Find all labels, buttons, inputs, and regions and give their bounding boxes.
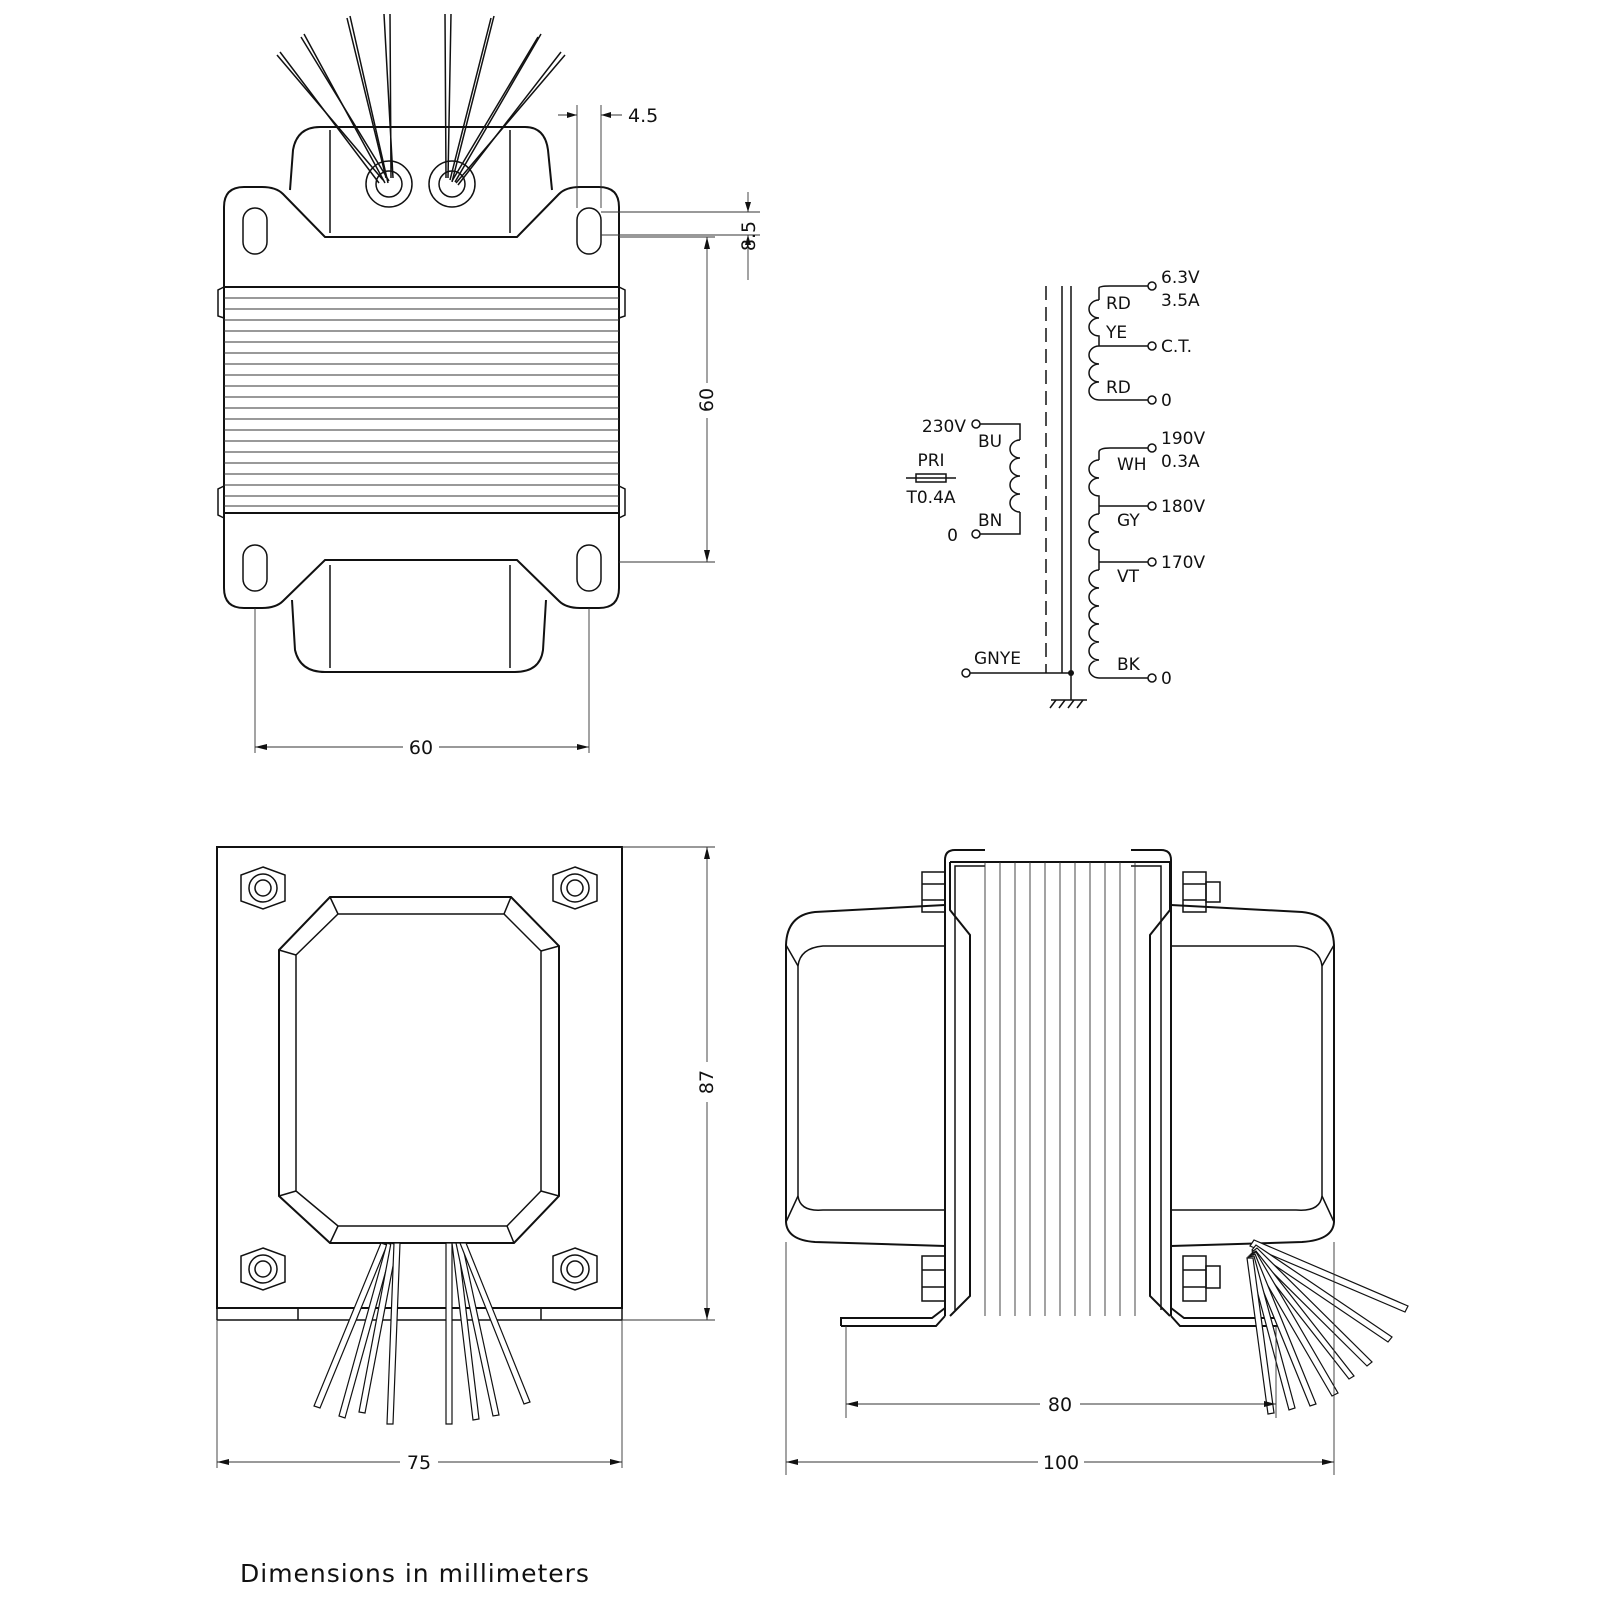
ht-zero: 0 [1161, 669, 1172, 689]
ht-wire-vt: VT [1117, 567, 1140, 587]
front-width-dimension: 75 [407, 1452, 431, 1474]
heater-wire-rd-top: RD [1106, 294, 1131, 314]
heater-winding: RD YE RD 6.3V 3.5A C.T. 0 [1088, 268, 1200, 411]
ht-current: 0.3A [1161, 452, 1200, 472]
side-view [785, 849, 1409, 1415]
heater-voltage: 6.3V [1161, 268, 1200, 288]
primary-wire-bu: BU [978, 432, 1002, 452]
heater-wire-ye: YE [1105, 323, 1127, 343]
top-height-dimension: 60 [696, 388, 718, 412]
ht-voltage-180: 180V [1161, 497, 1205, 517]
heater-zero: 0 [1161, 391, 1172, 411]
ht-voltage-190: 190V [1161, 429, 1205, 449]
top-view [217, 13, 626, 673]
fuse-label: PRI [917, 451, 944, 471]
top-width-dimension: 60 [409, 737, 433, 759]
primary-voltage: 230V [922, 417, 966, 437]
fuse-rating: T0.4A [905, 488, 955, 508]
slot-offset-dimension: 4.5 [628, 105, 658, 127]
primary-wire-bn: BN [978, 511, 1002, 531]
front-view-lead-wires [313, 1242, 531, 1425]
heater-current: 3.5A [1161, 291, 1200, 311]
overall-width-dimension: 100 [1043, 1452, 1079, 1474]
side-mounting-bolts [921, 871, 1221, 1302]
front-height-dimension: 87 [696, 1070, 718, 1094]
heater-wire-rd-bottom: RD [1106, 378, 1131, 398]
front-view-dimensions: 75 87 [216, 846, 718, 1474]
units-caption: Dimensions in millimeters [240, 1559, 590, 1588]
side-view-lead-wires [1246, 1239, 1409, 1415]
wiring-schematic: GNYE 230V 0 BU BN PRI T0.4A [905, 268, 1205, 709]
primary-zero: 0 [947, 526, 958, 546]
ht-wire-bk: BK [1117, 655, 1141, 675]
front-mounting-nuts [240, 866, 598, 1291]
ht-voltage-170: 170V [1161, 553, 1205, 573]
fuse-icon [906, 473, 956, 483]
primary-winding: 230V 0 BU BN PRI T0.4A [905, 417, 1021, 546]
front-view [216, 846, 623, 1425]
ht-wire-gy: GY [1117, 511, 1140, 531]
slot-length-dimension: 8.5 [738, 221, 760, 251]
side-view-dimensions: 80 100 [785, 1242, 1335, 1475]
top-view-lead-wires [276, 13, 566, 186]
ht-wire-wh: WH [1117, 455, 1147, 475]
heater-center-tap: C.T. [1161, 337, 1192, 357]
top-view-dimensions: 60 60 4.5 8.5 [254, 105, 760, 759]
ground-terminal [961, 668, 971, 678]
ground-wire-label: GNYE [974, 649, 1021, 669]
mount-spacing-dimension: 80 [1048, 1394, 1072, 1416]
ht-winding: WH GY VT BK 190V 0.3A 180V 170V 0 [1088, 429, 1205, 689]
